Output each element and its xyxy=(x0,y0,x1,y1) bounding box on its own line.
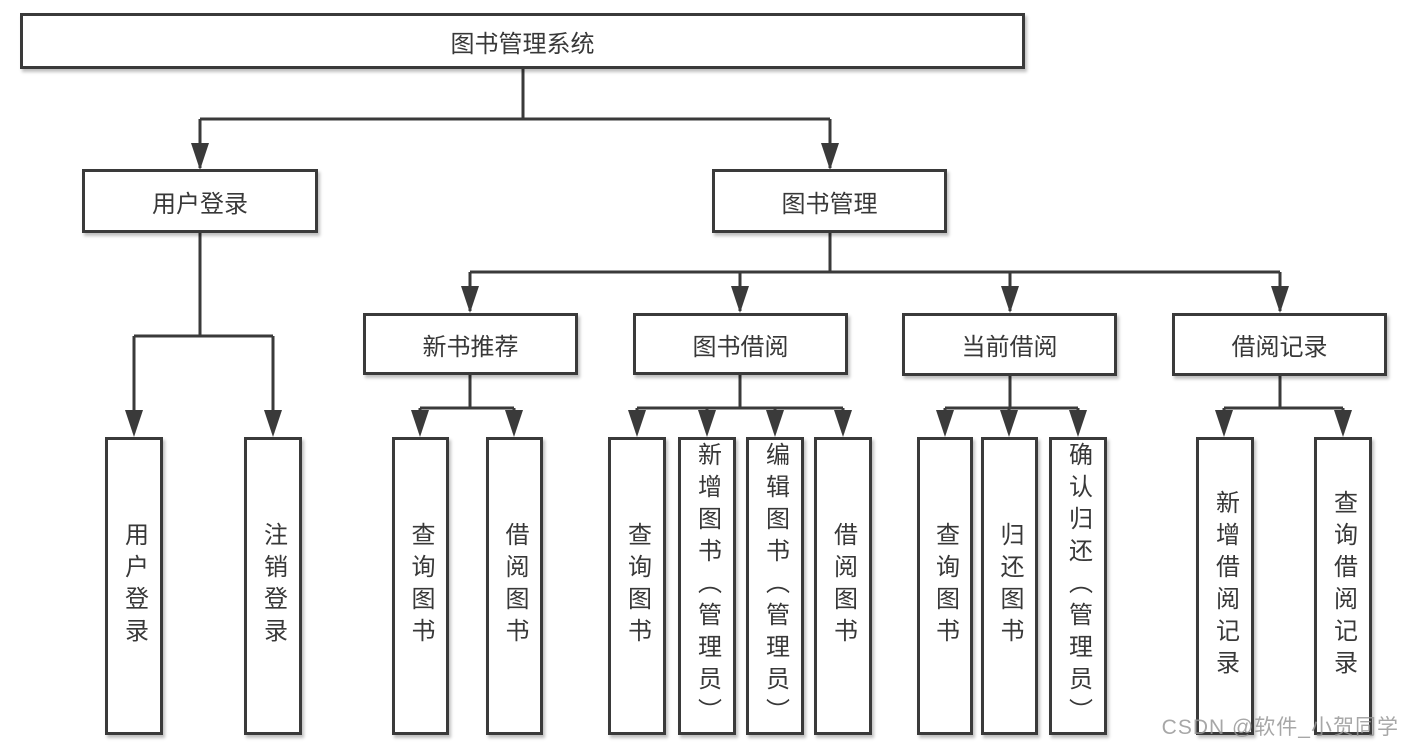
node-current-borrowing: 当前借阅 xyxy=(902,313,1117,376)
node-bb-edit-books-admin: 编辑图书（管理员） xyxy=(746,437,804,735)
node-nb-borrow-books: 借阅图书 xyxy=(486,437,543,735)
node-user-login: 用户登录 xyxy=(82,169,318,233)
node-bb-add-books-admin: 新增图书（管理员） xyxy=(678,437,736,735)
node-cb-return-books: 归还图书 xyxy=(981,437,1038,735)
arrowheads xyxy=(125,143,1352,437)
node-bb-borrow-books: 借阅图书 xyxy=(814,437,872,735)
node-cb-confirm-return-admin: 确认归还（管理员） xyxy=(1049,437,1107,735)
node-bb-query-books: 查询图书 xyxy=(608,437,666,735)
node-br-query-record: 查询借阅记录 xyxy=(1314,437,1372,735)
csdn-watermark: CSDN @软件_小贺同学 xyxy=(1161,716,1399,739)
node-nb-query-books: 查询图书 xyxy=(392,437,449,735)
node-br-add-record: 新增借阅记录 xyxy=(1196,437,1254,735)
node-new-book-recommend: 新书推荐 xyxy=(363,313,578,375)
node-book-management: 图书管理 xyxy=(712,169,947,233)
node-library-system: 图书管理系统 xyxy=(20,13,1025,69)
node-logout: 注销登录 xyxy=(244,437,302,735)
node-book-borrowing: 图书借阅 xyxy=(633,313,848,375)
node-cb-query-books: 查询图书 xyxy=(917,437,973,735)
node-user-login-leaf: 用户登录 xyxy=(105,437,163,735)
node-borrowing-records: 借阅记录 xyxy=(1172,313,1387,376)
